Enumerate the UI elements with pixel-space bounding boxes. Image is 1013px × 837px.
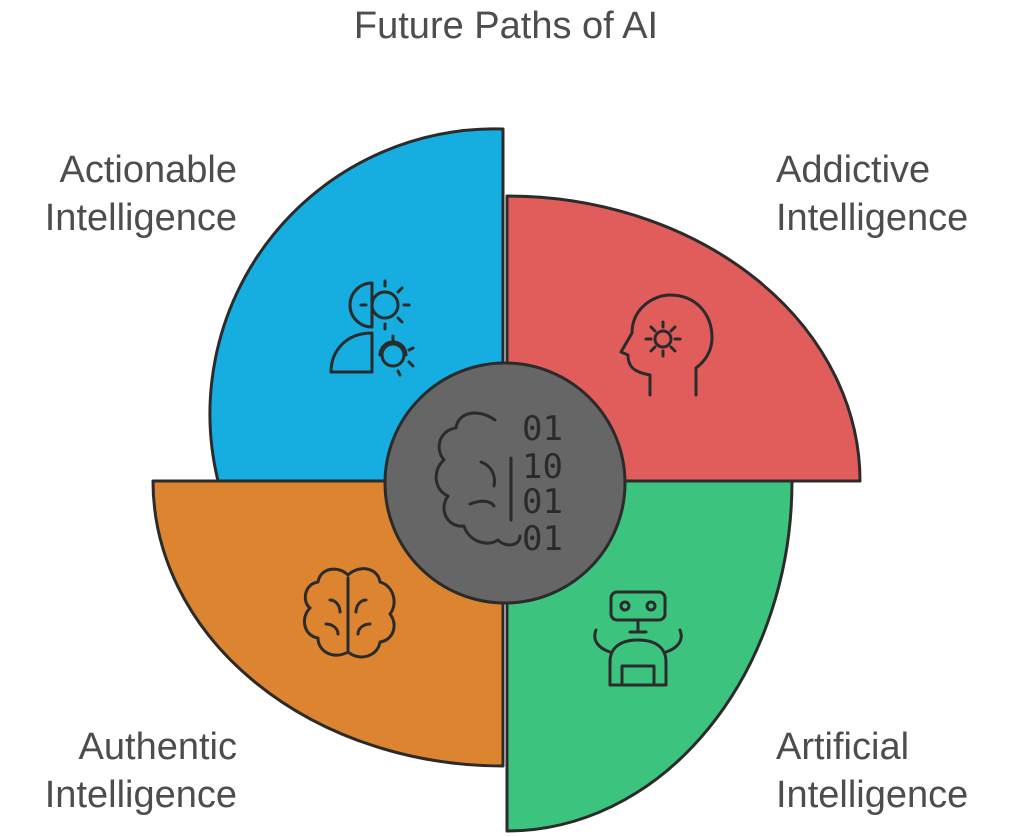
artificial-label-line2: Intelligence [776,774,968,816]
actionable-label-line2: Intelligence [45,197,237,239]
artificial-label-line1: Artificial [776,726,909,768]
actionable-label: Actionable Intelligence [45,149,237,239]
brain-binary-icon: 01 10 01 01 [434,409,563,559]
robot-icon [593,590,683,687]
actionable-label-line1: Actionable [60,149,237,191]
addictive-label-line1: Addictive [776,149,930,191]
person-gear-icon [329,279,415,377]
addictive-label: Addictive Intelligence [776,149,968,239]
page-title: Future Paths of AI [354,5,658,47]
binary-row-4: 01 [522,519,563,559]
head-gear-icon [619,293,714,397]
authentic-label-line1: Authentic [79,726,237,768]
addictive-label-line2: Intelligence [776,197,968,239]
center-circle [383,361,627,605]
artificial-label: Artificial Intelligence [776,726,968,816]
binary-row-3: 01 [522,482,563,522]
binary-row-2: 10 [522,447,563,487]
binary-row-1: 01 [522,409,563,449]
authentic-label-line2: Intelligence [45,774,237,816]
authentic-label: Authentic Intelligence [45,726,237,816]
brain-icon [302,567,396,659]
